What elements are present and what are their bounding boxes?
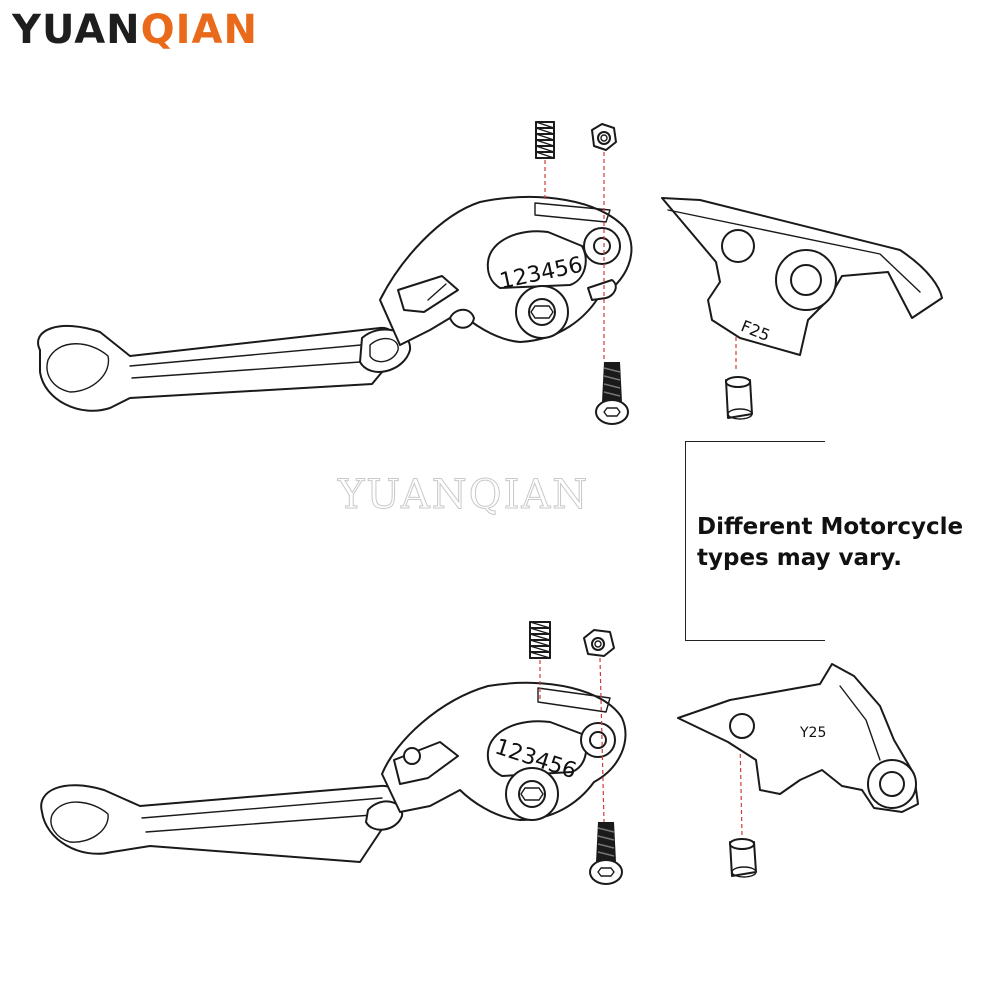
top-lever-body: 123456	[379, 196, 633, 346]
bottom-bushing-guide-line	[739, 739, 743, 837]
bottom-lever-blade	[40, 784, 404, 863]
bottom-bracket-adapter: Y25	[677, 663, 919, 813]
top-lever-blade	[37, 324, 412, 412]
bottom-nut	[583, 629, 615, 657]
bottom-bushing	[729, 838, 757, 878]
top-bolt	[595, 362, 629, 425]
top-bracket-adapter: F25	[661, 197, 943, 356]
top-spring	[535, 121, 555, 159]
bottom-assembly: 123456	[40, 621, 919, 885]
watermark: YUANQIAN	[337, 472, 590, 519]
bottom-lever-body: 123456	[381, 681, 627, 821]
top-assembly: 123456	[37, 121, 943, 425]
brand-logo-part-a: YUAN	[12, 7, 141, 53]
brand-logo-part-b: QIAN	[140, 7, 258, 53]
bottom-bracket-label: Y25	[799, 725, 826, 741]
brand-logo: YUANQIAN	[12, 6, 258, 54]
note-bracket	[685, 441, 825, 641]
top-bushing	[725, 376, 753, 420]
compatibility-note: Different Motorcycle types may vary.	[697, 514, 964, 571]
bottom-spring	[529, 621, 551, 659]
top-nut	[591, 123, 617, 151]
bottom-bolt-guide-line	[599, 657, 605, 823]
bottom-bolt	[589, 822, 623, 885]
